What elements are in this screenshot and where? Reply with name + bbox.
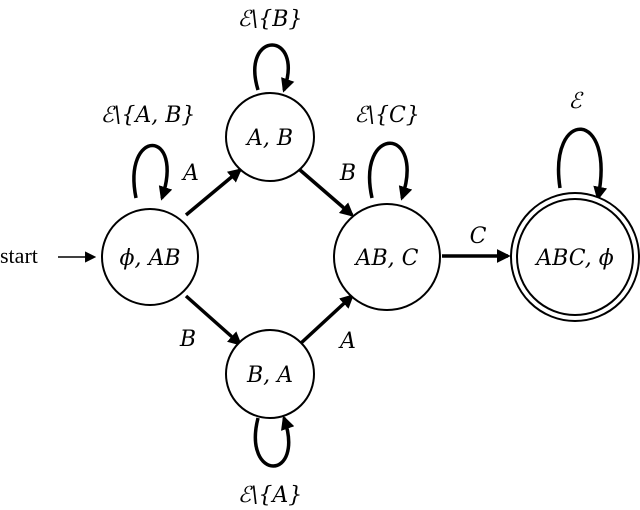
loop-s0-label: ℰ\{A, B}: [101, 103, 196, 128]
state-s2-label: B, A: [246, 363, 293, 388]
state-s0: [101, 208, 199, 306]
edge-s1-s3-label: B: [339, 161, 356, 186]
state-s3: [333, 203, 441, 311]
state-s2: [225, 329, 315, 419]
loop-s4: [556, 127, 608, 201]
state-s1-label: A, B: [245, 126, 293, 151]
loop-s1-label: ℰ\{B}: [238, 7, 303, 32]
edge-s2-s3-label: A: [338, 329, 356, 354]
state-s1: [225, 92, 315, 182]
loop-s1: [253, 43, 295, 93]
loop-s2-label: ℰ\{A}: [238, 483, 303, 508]
state-s4-label: ABC, ϕ: [534, 246, 614, 271]
edge-s3-s4-label: C: [470, 224, 487, 249]
edge-s0-s2: [184, 294, 243, 346]
state-s4-inner: [516, 198, 634, 316]
edge-s0-s1: [184, 168, 243, 217]
loop-s4-label: ℰ: [568, 89, 584, 114]
state-s3-label: AB, C: [354, 246, 419, 271]
edge-s2-s3: [298, 294, 355, 346]
edge-s0-s1-label: A: [181, 161, 199, 186]
loop-s3-label: ℰ\{C}: [354, 103, 420, 128]
edge-s0-s2-label: B: [179, 327, 196, 352]
loop-s2: [253, 415, 295, 468]
loop-s0: [132, 143, 173, 201]
start-label: start: [0, 243, 38, 268]
state-s0-label: ϕ, AB: [119, 246, 180, 271]
edge-s1-s3: [298, 168, 355, 217]
loop-s3: [368, 141, 413, 201]
